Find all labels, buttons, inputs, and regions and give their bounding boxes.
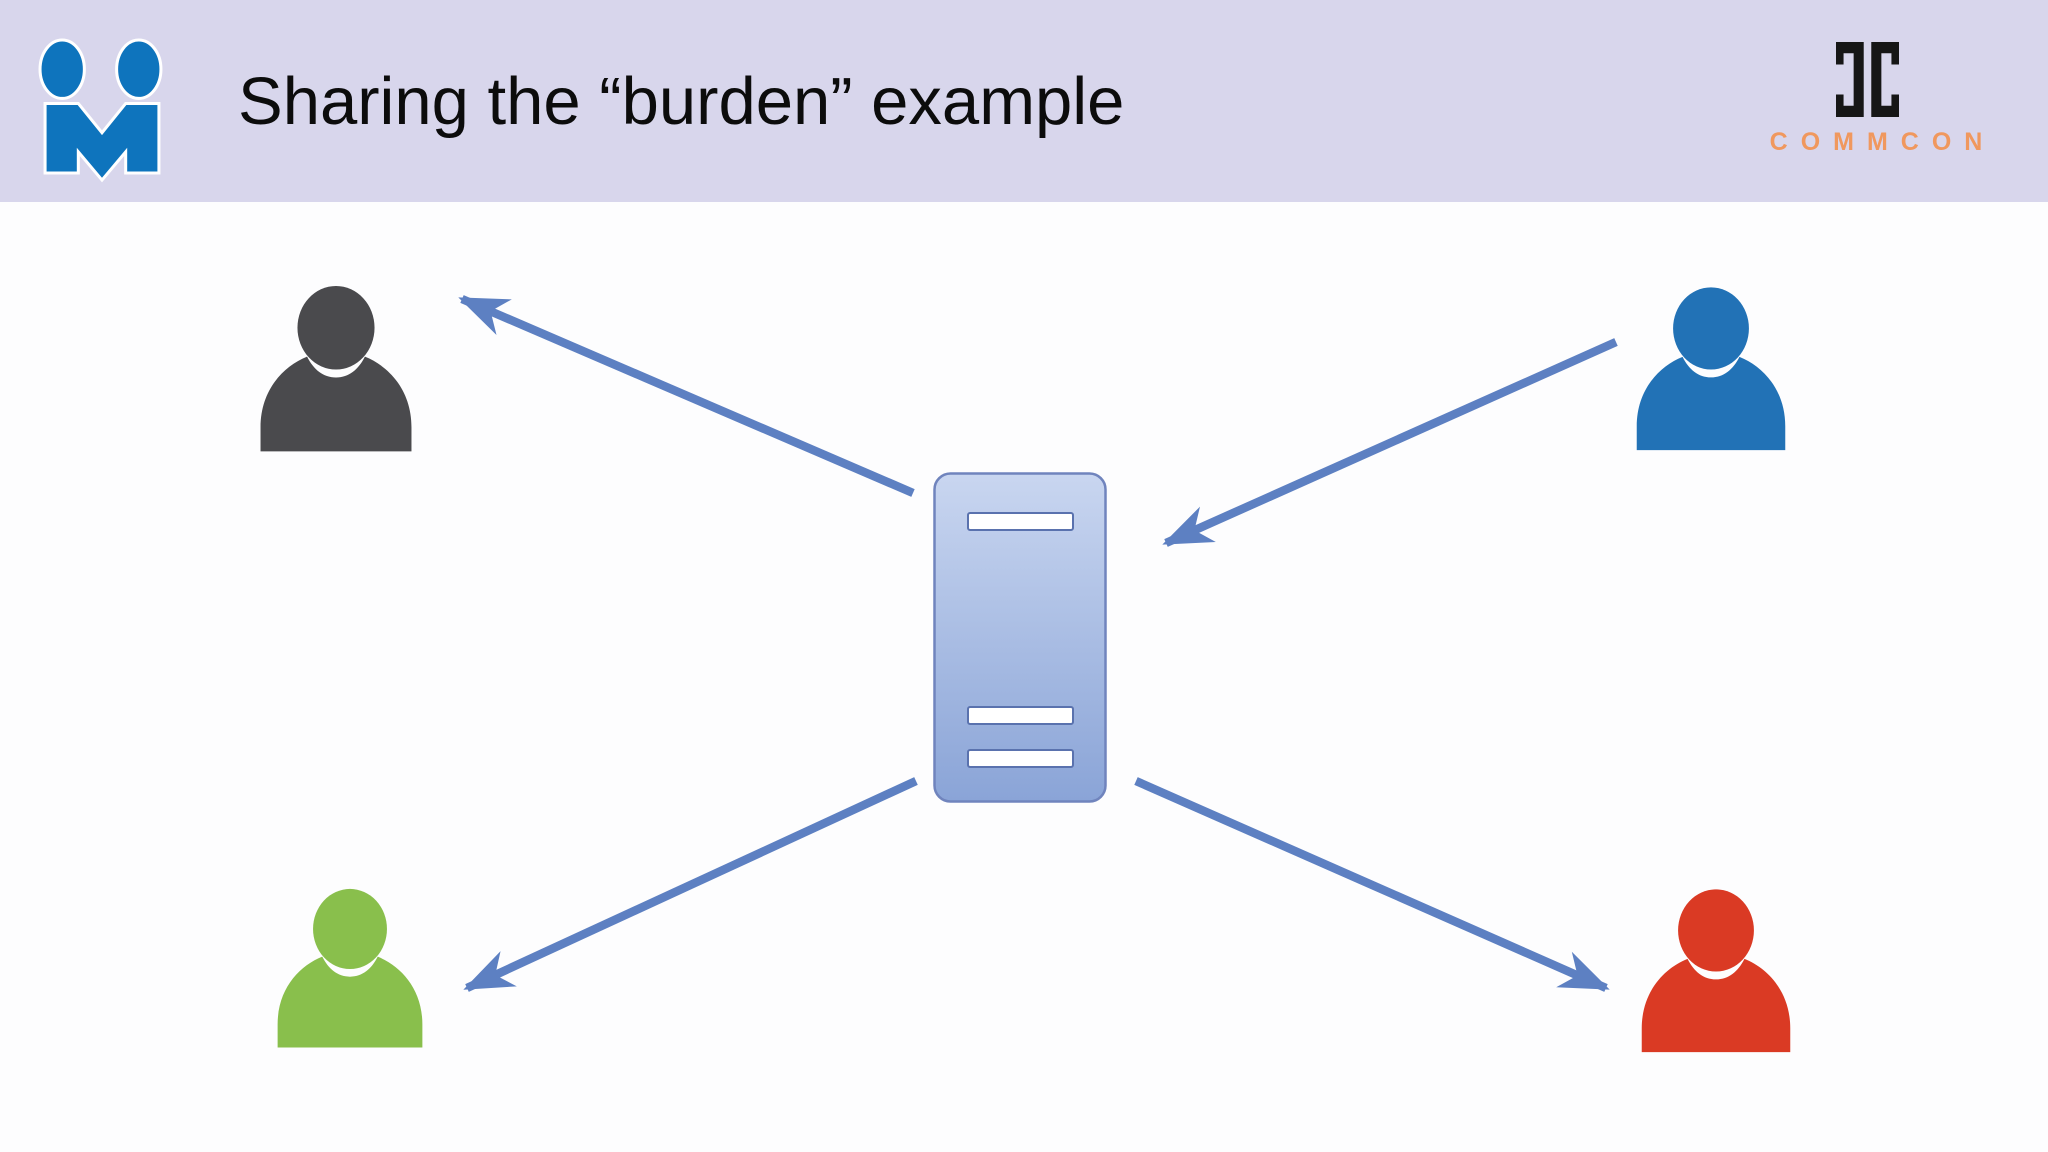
server-slot-middle [967, 706, 1074, 725]
diagram-canvas [0, 202, 2048, 1152]
commcon-logo: COMMCON [1740, 0, 2000, 202]
person-icon-top-right [1636, 287, 1786, 451]
commcon-wordmark: COMMCON [1769, 128, 1996, 156]
commcon-cc-glyph-icon [1836, 42, 1899, 117]
person-icon-bottom-right [1641, 889, 1791, 1053]
person-body [260, 356, 412, 452]
person-head [1673, 287, 1749, 370]
commcon-glyph-right [1871, 42, 1899, 117]
person-head [1678, 889, 1754, 972]
person-icon-bottom-left [277, 888, 423, 1048]
person-body [1641, 958, 1791, 1053]
m-people-logo-icon [38, 38, 163, 183]
slide-title: Sharing the “burden” example [238, 63, 1125, 139]
server-tower-icon [933, 472, 1107, 803]
person-body [1636, 356, 1786, 451]
logo-head-left [38, 38, 86, 100]
person-body [277, 956, 423, 1048]
server-slot-top [967, 512, 1074, 531]
logo-head-right [115, 38, 163, 100]
person-head [297, 286, 375, 370]
server-slot-bottom [967, 749, 1074, 768]
person-icon-top-left [260, 286, 412, 452]
logo-m-body [43, 101, 161, 183]
commcon-glyph-left [1836, 42, 1864, 117]
header-bar: Sharing the “burden” example COMMCON [0, 0, 2048, 202]
person-head [313, 888, 387, 969]
